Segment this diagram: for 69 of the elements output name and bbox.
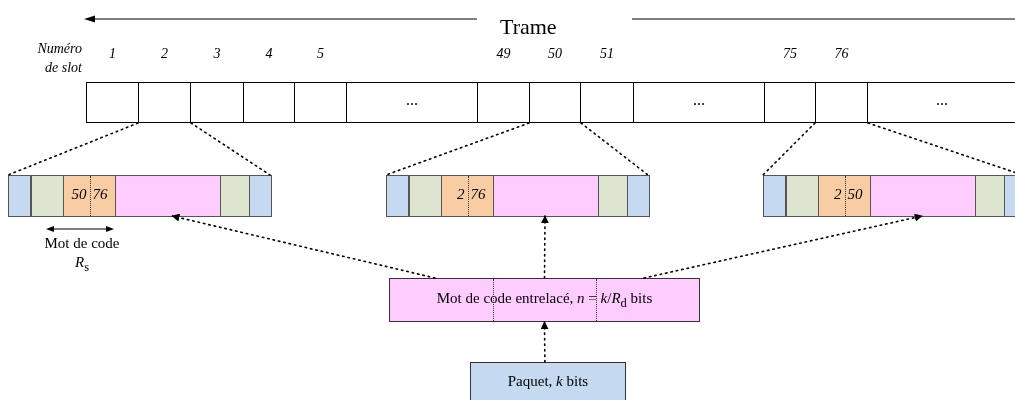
data-segment — [115, 175, 221, 217]
ellipsis-slot — [346, 82, 478, 123]
segment-block — [786, 175, 819, 217]
slot-number: 2 — [160, 46, 169, 62]
axis-label: Numéro de slot — [36, 40, 82, 77]
zoom-line — [762, 122, 816, 176]
slot-cell — [138, 82, 191, 123]
slot-cell — [243, 82, 295, 123]
segment-block — [8, 175, 31, 217]
slot-number: 49 — [495, 46, 512, 62]
segment-block — [31, 175, 64, 217]
burst-bar — [8, 175, 270, 217]
box-label: Paquet, k bits — [506, 373, 590, 390]
slot-cell — [86, 82, 139, 123]
slot-number: 75 — [782, 46, 798, 62]
ellipsis-slot — [867, 82, 1015, 123]
slot-cell — [529, 82, 581, 123]
slot-number: 76 — [92, 186, 108, 203]
segment-block — [249, 175, 272, 217]
codeword-segment — [63, 175, 116, 217]
data-segment — [870, 175, 976, 217]
segment-block — [409, 175, 442, 217]
arrow — [540, 321, 549, 363]
segment-block — [975, 175, 1005, 217]
data-segment — [493, 175, 599, 217]
segment-block — [598, 175, 628, 217]
interleaved-codeword-box — [389, 278, 700, 322]
ellipsis-slot — [633, 82, 765, 123]
slot-cell — [477, 82, 530, 123]
slot-cell — [764, 82, 816, 123]
segment-block — [627, 175, 650, 217]
arrow — [643, 213, 923, 279]
slot-number: 50 — [547, 46, 563, 62]
slot-cell — [815, 82, 868, 123]
slot-number: 2 — [457, 186, 465, 203]
codeword-segment — [441, 175, 494, 217]
segment-block — [763, 175, 786, 217]
slot-number: 2 — [834, 186, 842, 203]
codeword-segment — [818, 175, 871, 217]
slot-number: 4 — [264, 46, 274, 62]
ellipsis-text: ... — [405, 91, 419, 109]
burst-bar — [763, 175, 1015, 217]
slot-cell — [294, 82, 347, 123]
box-label: Mot de code entrelacé, n = k/R$_{d}$ bits — [435, 290, 654, 311]
slot-number: 50 — [847, 186, 863, 203]
packet-box — [470, 362, 626, 400]
burst-bar — [386, 175, 648, 217]
zoom-line — [385, 122, 530, 176]
slot-number: 51 — [599, 46, 615, 62]
zoom-line — [580, 122, 649, 176]
slot-cell — [190, 82, 244, 123]
slot-number: 5 — [316, 46, 325, 62]
slot-cell — [580, 82, 634, 123]
dimension-label: R$_{s}$ — [73, 254, 90, 275]
slot-number: 50 — [71, 186, 87, 203]
ellipsis-text: ... — [935, 91, 949, 109]
segment-block — [220, 175, 250, 217]
zoom-line — [7, 122, 139, 176]
arrow — [171, 213, 436, 279]
slot-number: 76 — [833, 46, 850, 62]
dimension-label: Mot de code — [43, 235, 121, 252]
slot-number: 76 — [470, 186, 486, 203]
ellipsis-text: ... — [692, 91, 706, 109]
segment-block — [386, 175, 409, 217]
slot-number: 3 — [212, 46, 222, 62]
slot-number: 1 — [108, 46, 117, 62]
title: Trame — [500, 14, 557, 40]
zoom-line — [190, 122, 271, 176]
arrow — [540, 215, 549, 279]
